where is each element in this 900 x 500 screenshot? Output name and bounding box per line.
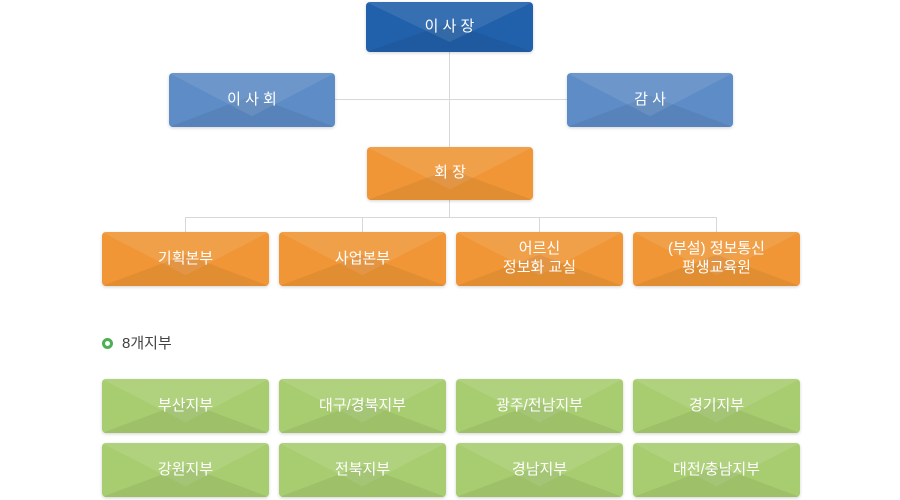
org-node-branch-gangwon: 강원지부 <box>102 443 269 497</box>
connector-board-auditor <box>335 99 567 100</box>
org-node-branch-daejeon-chungnam: 대전/충남지부 <box>633 443 800 497</box>
org-node-chairman-of-board: 이 사 장 <box>366 2 533 52</box>
org-node-label: 경남지부 <box>511 460 568 478</box>
org-node-label: 경기지부 <box>688 396 745 414</box>
org-node-label: 이 사 회 <box>227 90 277 108</box>
connector-dept-stub-3 <box>539 217 540 232</box>
connector-dept-stub-2 <box>362 217 363 232</box>
org-node-label: 감 사 <box>634 90 666 108</box>
org-node-dept-lifelong-education-center: (부설) 정보통신 평생교육원 <box>633 232 800 286</box>
org-node-label: 대구/경북지부 <box>319 396 406 414</box>
org-node-label: 사업본부 <box>334 249 391 267</box>
org-node-branch-gwangju-jeonnam: 광주/전남지부 <box>456 379 623 433</box>
org-node-label: (부설) 정보통신 평생교육원 <box>668 240 765 276</box>
org-node-label: 강원지부 <box>157 460 214 478</box>
org-node-label: 어르신 정보화 교실 <box>502 240 577 276</box>
org-node-branch-gyeonggi: 경기지부 <box>633 379 800 433</box>
org-node-label: 기획본부 <box>157 249 214 267</box>
org-node-president: 회 장 <box>367 147 533 200</box>
connector-dept-stub-4 <box>716 217 717 232</box>
org-node-dept-business: 사업본부 <box>279 232 446 286</box>
branch-section-title: 8개지부 <box>122 335 172 352</box>
org-node-dept-senior-it-class: 어르신 정보화 교실 <box>456 232 623 286</box>
connector-departments-horizontal <box>185 217 717 218</box>
org-node-label: 대전/충남지부 <box>673 460 760 478</box>
circle-bullet-icon <box>102 338 113 349</box>
org-node-label: 이 사 장 <box>424 17 475 35</box>
connector-president-vertical <box>449 200 450 218</box>
org-node-branch-busan: 부산지부 <box>102 379 269 433</box>
org-node-branch-gyeongnam: 경남지부 <box>456 443 623 497</box>
branch-section-heading: 8개지부 <box>102 336 172 351</box>
org-node-label: 전북지부 <box>334 460 391 478</box>
org-node-label: 광주/전남지부 <box>496 396 583 414</box>
org-node-auditor: 감 사 <box>567 73 733 127</box>
org-node-label: 회 장 <box>434 164 466 182</box>
org-node-branch-daegu-gyeongbuk: 대구/경북지부 <box>279 379 446 433</box>
org-node-label: 부산지부 <box>157 396 214 414</box>
connector-dept-stub-1 <box>185 217 186 232</box>
org-node-board-of-directors: 이 사 회 <box>169 73 335 127</box>
org-node-dept-planning: 기획본부 <box>102 232 269 286</box>
org-node-branch-jeonbuk: 전북지부 <box>279 443 446 497</box>
